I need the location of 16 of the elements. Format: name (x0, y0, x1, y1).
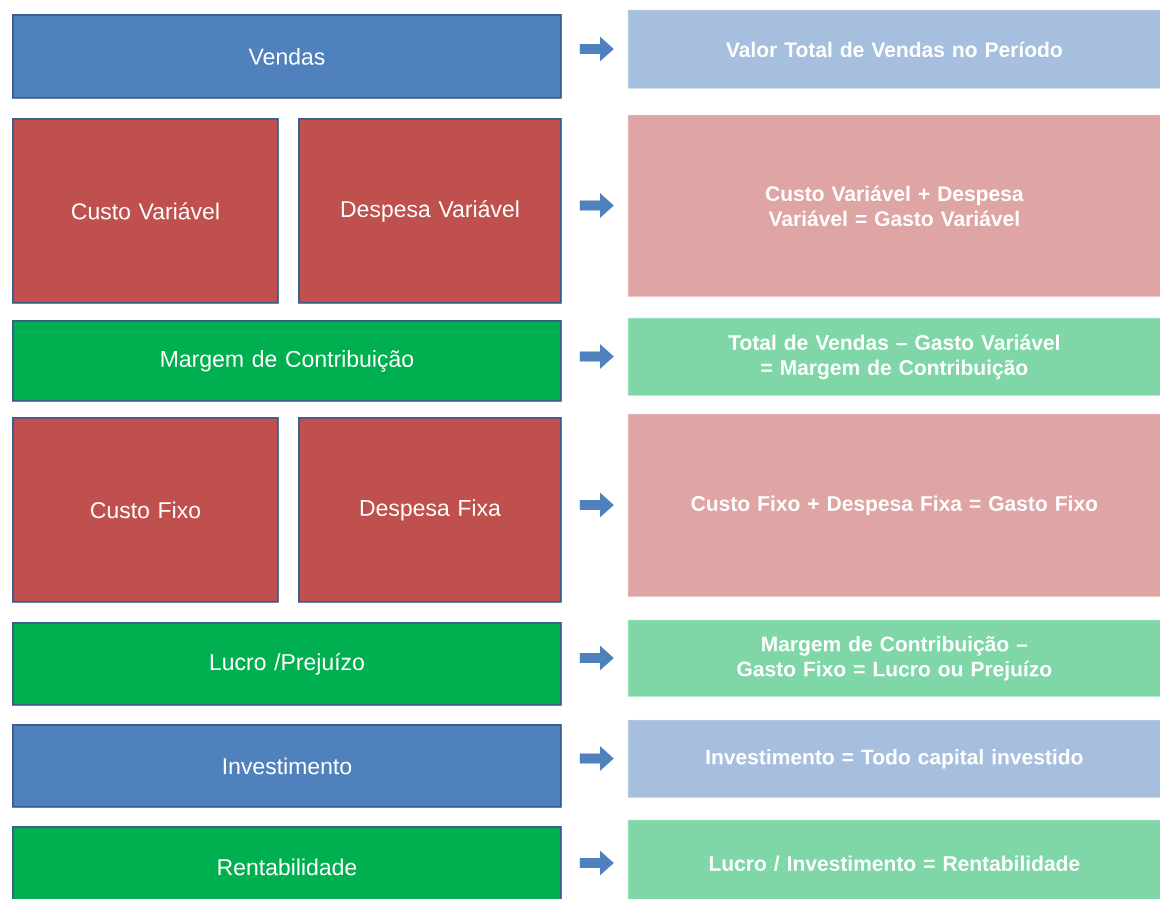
formula-box: Valor Total de Vendas no Período (628, 10, 1160, 89)
category-box: Custo Fixo (12, 417, 279, 603)
formula-box: Lucro / Investimento = Rentabilidade (628, 820, 1160, 899)
category-box: Lucro /Prejuízo (12, 622, 562, 706)
category-box: Despesa Fixa (298, 417, 562, 603)
formula-box: Margem de Contribuição – Gasto Fixo = Lucro ou Prejuízo (628, 620, 1160, 697)
category-box: Margem de Contribuição (12, 320, 562, 402)
category-box: Investimento (12, 724, 562, 808)
formula-box: Total de Vendas – Gasto Variável = Margem de Contribuição (628, 318, 1160, 396)
category-box: Rentabilidade (12, 826, 562, 899)
category-box: Despesa Variável (298, 118, 562, 304)
formula-box: Custo Fixo + Despesa Fixa = Gasto Fixo (628, 414, 1160, 597)
formula-box: Investimento = Todo capital investido (628, 720, 1160, 798)
category-box: Vendas (12, 14, 562, 99)
formula-box: Custo Variável + Despesa Variável = Gasto Variável (628, 115, 1160, 297)
category-box: Custo Variável (12, 118, 279, 304)
